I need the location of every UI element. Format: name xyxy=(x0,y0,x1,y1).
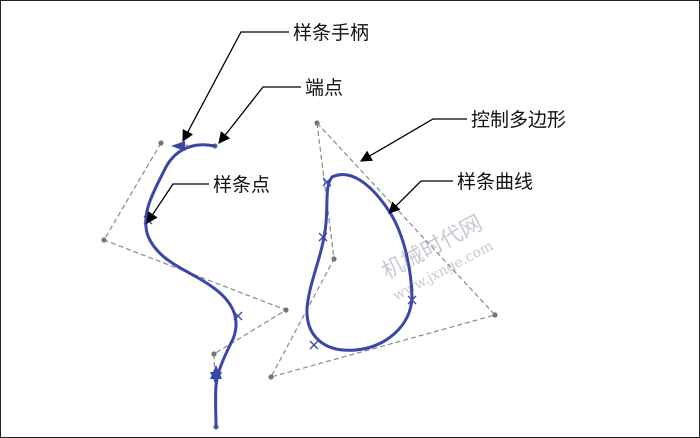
spline-curve-left xyxy=(144,143,238,429)
spline-point xyxy=(233,311,243,321)
spline-point xyxy=(407,295,417,305)
control-point xyxy=(211,351,217,357)
leader-spline-point xyxy=(146,183,209,224)
handle-arrow xyxy=(210,372,222,385)
spline-point xyxy=(309,340,319,350)
spline-handles xyxy=(171,141,222,385)
leader-spline-handle xyxy=(182,31,289,143)
leader-spline-curve xyxy=(388,180,453,214)
label-spline-curve: 样条曲线 xyxy=(457,171,533,193)
control-point xyxy=(331,256,337,262)
label-spline-point: 样条点 xyxy=(213,174,270,196)
label-spline-handle: 样条手柄 xyxy=(293,22,369,44)
leader-lines xyxy=(146,31,467,224)
watermark: 机械时代网 www.jxnge.com xyxy=(378,211,496,304)
leader-control-polygon xyxy=(359,118,467,162)
control-points xyxy=(101,120,498,430)
spline-point xyxy=(318,232,328,242)
control-point xyxy=(101,237,107,243)
control-point xyxy=(268,374,274,380)
control-point xyxy=(158,140,164,146)
spline-point xyxy=(322,177,332,187)
control-point xyxy=(283,307,289,313)
leader-endpoint xyxy=(218,86,301,144)
control-point xyxy=(492,312,498,318)
label-endpoint: 端点 xyxy=(305,77,343,99)
control-point xyxy=(314,120,320,126)
label-control-polygon: 控制多边形 xyxy=(471,109,566,131)
handle-arrow xyxy=(171,141,185,151)
control-polygon-right xyxy=(269,121,497,378)
spline-points xyxy=(143,177,417,350)
